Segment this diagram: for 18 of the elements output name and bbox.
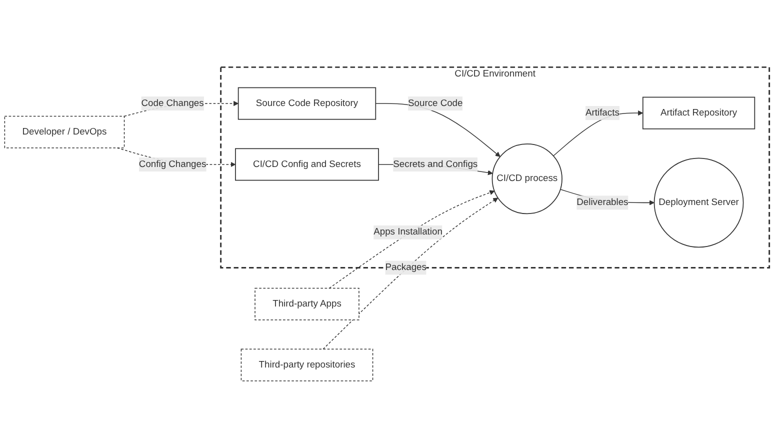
edge-label: Secrets and Configs [393,159,478,170]
node-circle: CI/CD process [492,144,562,214]
edge-label: Config Changes [138,159,206,170]
node-box: Third-party Apps [254,288,360,320]
arrow [328,190,495,289]
node-box: Third-party repositories [240,348,374,382]
edge-label: Apps Installation [374,227,442,238]
edge-label: Packages [385,262,426,272]
edge-label: Code Changes [141,98,204,108]
node-box: CI/CD Config and Secrets [235,148,379,181]
arrow [322,198,498,350]
edge-label: Deliverables [576,197,628,208]
edge-label: Source Code [408,98,463,108]
node-circle: Deployment Server [654,158,744,248]
node-box: Source Code Repository [238,87,376,120]
edge-label: Artifacts [586,108,620,118]
node-box: Developer / DevOps [4,116,125,148]
node-box: Artifact Repository [642,96,756,130]
